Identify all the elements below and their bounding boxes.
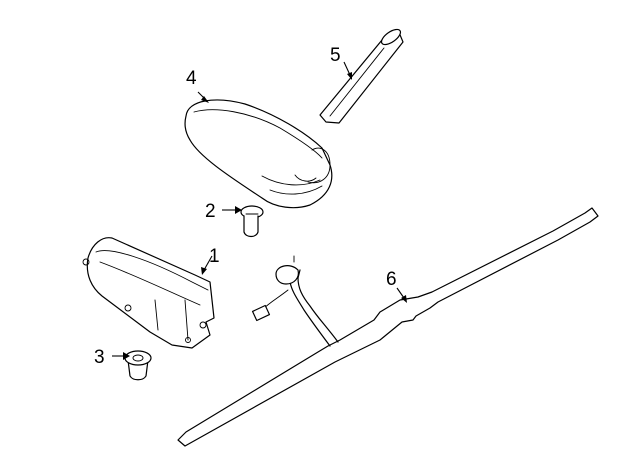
- callout-3: 3: [94, 347, 105, 368]
- callout-1: 1: [209, 246, 220, 267]
- callout-leaders: [112, 61, 407, 360]
- antenna-cable-part: [177, 207, 599, 447]
- callout-4: 4: [186, 68, 197, 89]
- antenna-cover-part: [184, 99, 333, 209]
- grommet-part: [124, 350, 152, 381]
- antenna-module-part: [82, 237, 215, 349]
- callout-2: 2: [205, 201, 216, 222]
- callout-6: 6: [386, 269, 397, 290]
- callout-5: 5: [330, 45, 341, 66]
- bolt-part: [240, 205, 264, 238]
- antenna-mast-part: [319, 28, 404, 124]
